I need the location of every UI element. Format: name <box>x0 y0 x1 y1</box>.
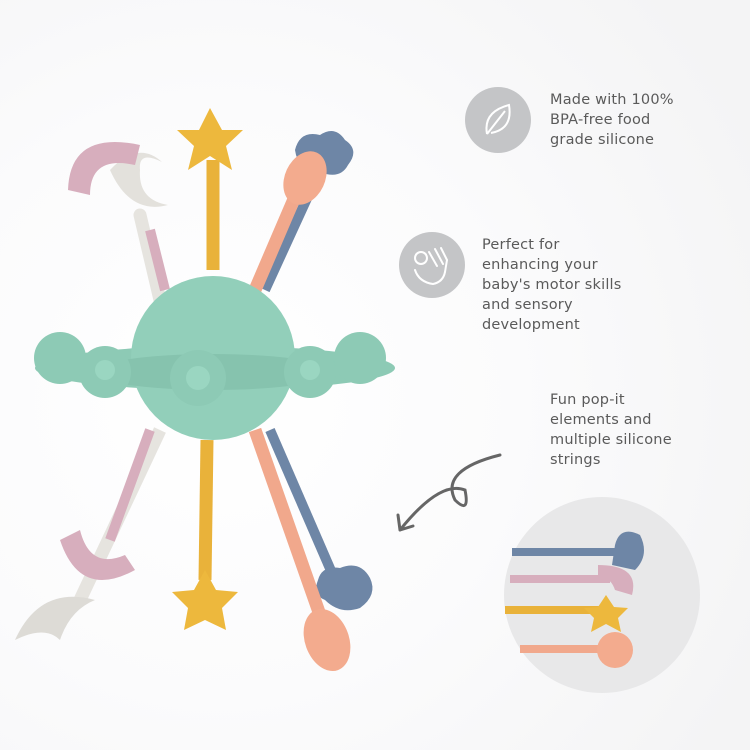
feature-text-line: enhancing your <box>482 257 598 273</box>
string-pink-rainbow-top <box>68 142 170 292</box>
feature-text-line: Perfect for <box>482 237 560 253</box>
detail-closeup-circle <box>504 497 700 693</box>
feature-text-line: baby's motor skills <box>482 277 622 293</box>
feature-pop-it: Fun pop-it elements and multiple silicon… <box>550 390 672 470</box>
feature-text-line: multiple silicone <box>550 432 672 448</box>
arrow-icon <box>396 453 502 532</box>
feature-text-line: BPA-free food <box>550 112 651 128</box>
feature-text-line: Made with 100% <box>550 92 674 108</box>
string-white-moon-top <box>110 152 168 307</box>
feature-motor-skills: Perfect for enhancing your baby's motor … <box>482 235 622 335</box>
string-peach-sun-top <box>249 151 327 293</box>
leaf-icon <box>465 87 531 153</box>
string-pink-rainbow-bottom <box>60 428 155 580</box>
teething-ball <box>34 276 395 440</box>
string-yellow-star-bottom <box>172 439 238 630</box>
string-yellow-star-top <box>177 108 243 270</box>
string-blue-cloud-bottom <box>265 428 373 611</box>
feature-text-line: Fun pop-it <box>550 392 625 408</box>
feature-text-line: elements and <box>550 412 652 428</box>
feature-text-line: strings <box>550 452 601 468</box>
feature-text-line: and sensory <box>482 297 573 313</box>
feature-text-line: grade silicone <box>550 132 655 148</box>
feature-bpa-free: Made with 100% BPA-free food grade silic… <box>550 90 674 150</box>
string-peach-sun-bottom <box>248 427 351 671</box>
hand-pinch-icon <box>399 232 465 298</box>
feature-text-line: development <box>482 317 580 333</box>
